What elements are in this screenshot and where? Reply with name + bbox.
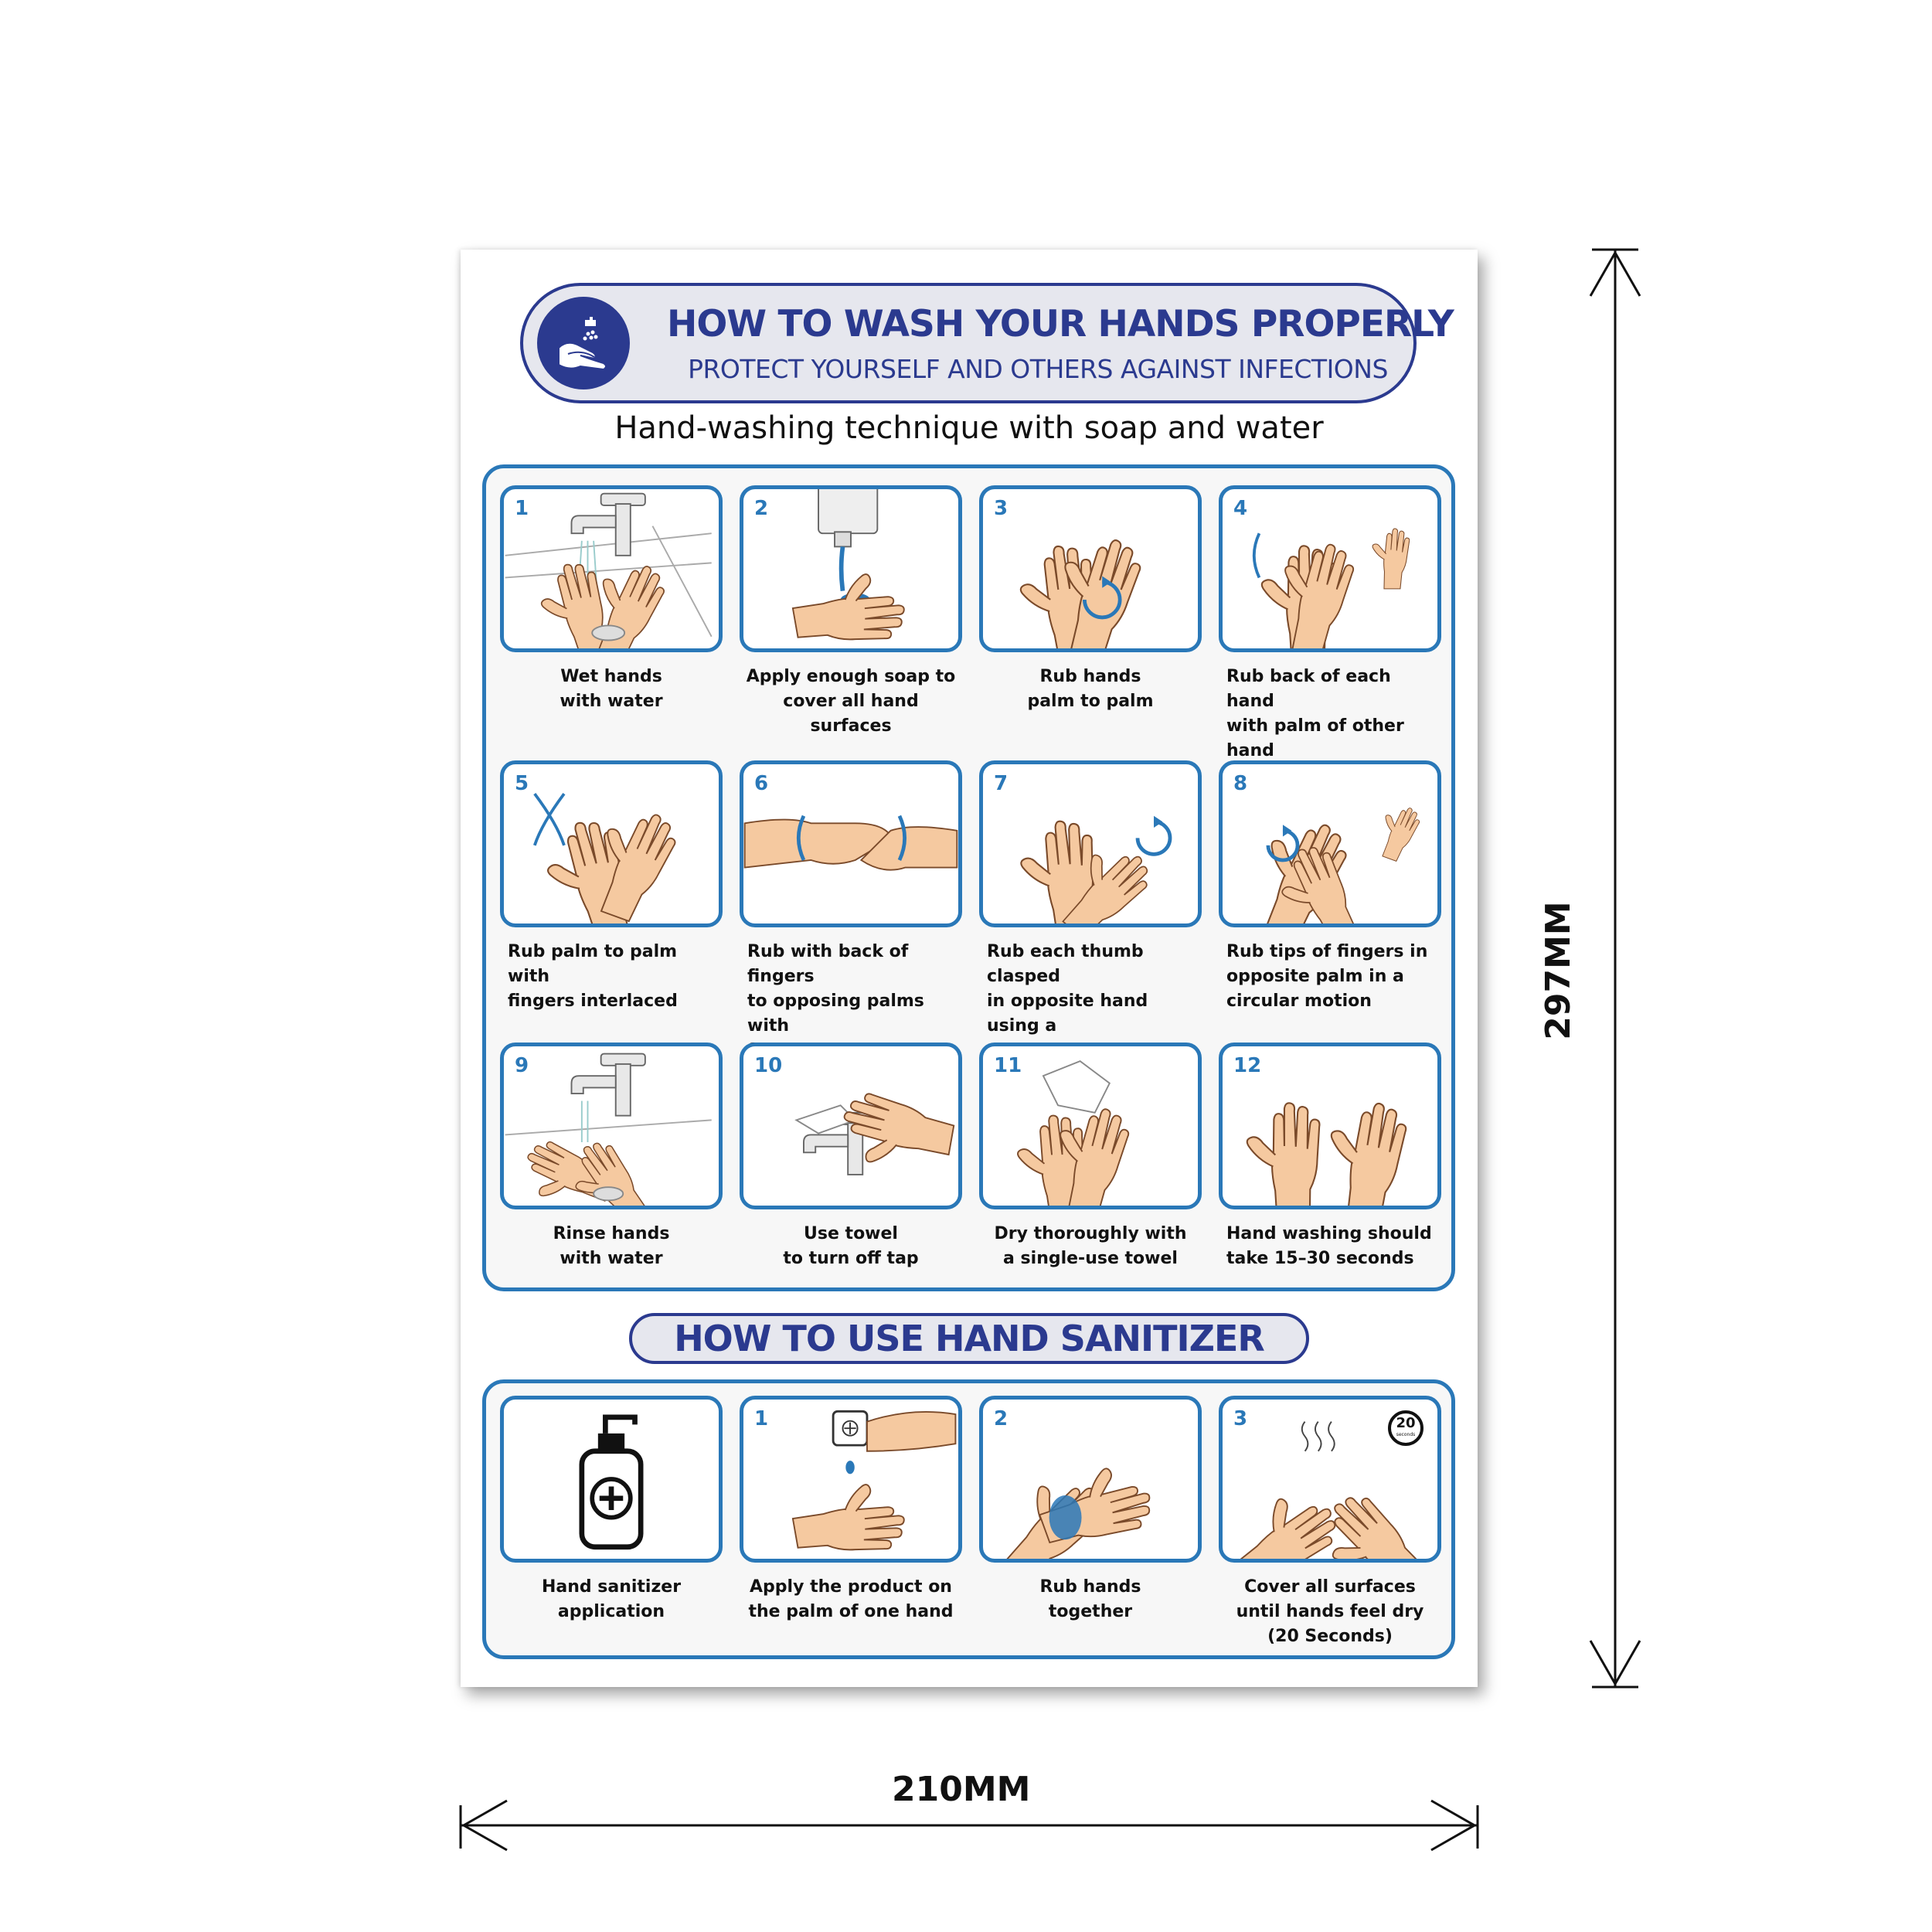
thumb-rotation-icon: [1020, 815, 1172, 923]
step-caption: Apply the product on the palm of one han…: [748, 1577, 954, 1621]
step-illustration: 1: [740, 1396, 962, 1563]
sanitizer-bottle-icon: [579, 1414, 644, 1550]
step-number: 9: [515, 1054, 529, 1077]
step-caption: Apply enough soap to cover all hand surf…: [746, 667, 956, 736]
step-caption: Cover all surfaces until hands feel dry …: [1236, 1577, 1424, 1646]
step-illustration: 12: [1219, 1043, 1441, 1209]
step-caption: Hand sanitizer application: [541, 1577, 682, 1621]
step-caption: Wet hands with water: [560, 667, 663, 711]
step-number: 3: [1233, 1407, 1248, 1430]
dry-towel-icon: [1017, 1060, 1130, 1206]
palm-to-palm-icon: [1019, 539, 1141, 648]
clean-hands-icon: [1246, 1102, 1407, 1206]
step-number: 6: [754, 772, 769, 795]
fingers-interlaced-icon: [533, 793, 676, 923]
step-number: 2: [994, 1407, 1009, 1430]
step-number: 11: [994, 1054, 1022, 1077]
step-number: 7: [994, 772, 1009, 795]
faucet-wet-hands-icon: [505, 492, 713, 648]
step-illustration: 6: [740, 760, 962, 927]
height-dimension-label: 297MM: [1539, 901, 1578, 1040]
step-number: 10: [754, 1054, 783, 1077]
fingers-interlocked-icon: [743, 815, 958, 871]
step-caption: Rub tips of fingers in opposite palm in …: [1226, 942, 1428, 1011]
step-illustration: [500, 1396, 723, 1563]
step-caption: Rub hands together: [1039, 1577, 1141, 1621]
dry-hands-timer-icon: [1232, 1421, 1427, 1559]
rub-hands-icon: [1005, 1468, 1151, 1559]
timer-unit: seconds: [1396, 1432, 1416, 1437]
rinse-hands-icon: [505, 1053, 712, 1206]
step-illustration: 5: [500, 760, 723, 927]
step-caption: Rub hands palm to palm: [1027, 667, 1154, 711]
step-caption: Rinse hands with water: [553, 1224, 670, 1268]
sanitizer-banner: HOW TO USE HAND SANITIZER: [629, 1313, 1309, 1364]
step-caption: Hand washing should take 15–30 seconds: [1226, 1224, 1432, 1268]
step-number: 2: [754, 497, 769, 520]
step-number: 12: [1233, 1054, 1262, 1077]
step-number: 1: [515, 497, 529, 520]
step-number: 4: [1233, 497, 1248, 520]
step-caption: Use towel to turn off tap: [783, 1224, 919, 1268]
step-caption: Dry thoroughly with a single-use towel: [994, 1224, 1187, 1268]
step-number: 5: [515, 772, 529, 795]
step-number: 1: [754, 1407, 769, 1430]
sanitizer-title: HOW TO USE HAND SANITIZER: [674, 1318, 1265, 1359]
step-illustration: 2: [979, 1396, 1202, 1563]
apply-sanitizer-icon: [791, 1410, 957, 1551]
timer-value: 20: [1396, 1415, 1416, 1431]
step-illustration: 3: [979, 485, 1202, 652]
header-banner: HOW TO WASH YOUR HANDS PROPERLY PROTECT …: [520, 283, 1454, 403]
section-subtitle: Hand-washing technique with soap and wat…: [614, 410, 1324, 446]
step-illustration: 8: [1219, 760, 1441, 927]
poster: HOW TO WASH YOUR HANDS PROPERLY PROTECT …: [461, 250, 1478, 1687]
step-number: 8: [1233, 772, 1248, 795]
step-illustration: 7: [979, 760, 1202, 927]
step-illustration: 11: [979, 1043, 1202, 1209]
poster-subtitle: PROTECT YOURSELF AND OTHERS AGAINST INFE…: [688, 354, 1388, 384]
step-illustration: 2: [740, 485, 962, 652]
towel-tap-icon: [794, 1093, 955, 1175]
step-illustration: 4: [1219, 485, 1441, 652]
handwash-icon: [537, 297, 630, 389]
step-illustration: 9: [500, 1043, 723, 1209]
step-illustration: 10: [740, 1043, 962, 1209]
step-caption: Rub palm to palm with fingers interlaced: [508, 942, 678, 1011]
back-of-hand-icon: [1252, 528, 1410, 648]
width-dimension-label: 210MM: [892, 1770, 1031, 1809]
fingertips-circular-icon: [1264, 808, 1420, 923]
step-number: 3: [994, 497, 1009, 520]
soap-dispenser-icon: [791, 489, 905, 641]
step-illustration: 1: [500, 485, 723, 652]
poster-title: HOW TO WASH YOUR HANDS PROPERLY: [667, 303, 1454, 345]
